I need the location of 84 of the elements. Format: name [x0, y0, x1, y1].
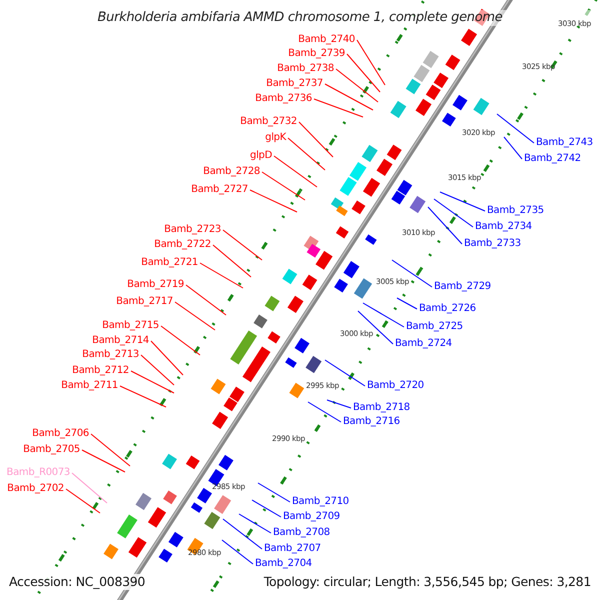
gene-label: Bamb_2713 — [82, 348, 139, 361]
gene-label: Bamb_2716 — [343, 415, 400, 428]
leader-line — [324, 84, 374, 110]
leader-line — [140, 354, 174, 386]
leader-line — [212, 244, 252, 278]
leader-line — [174, 302, 216, 330]
gene-label: Bamb_2734 — [475, 220, 532, 233]
gene-label: Bamb_2712 — [72, 364, 129, 377]
leader-line — [150, 340, 184, 376]
leader-line — [250, 190, 298, 212]
leader-line — [362, 302, 404, 328]
leader-line — [346, 54, 380, 92]
leader-line — [186, 284, 226, 316]
gene-label: Bamb_2740 — [298, 33, 355, 46]
gene-label: Bamb_2714 — [92, 334, 149, 347]
leader-line — [326, 400, 352, 408]
gene-label: Bamb_2726 — [419, 302, 476, 315]
leader-line — [252, 500, 282, 518]
leader-line — [258, 482, 290, 502]
gene-label: Bamb_2727 — [191, 183, 248, 196]
gene-label: Bamb_2709 — [283, 510, 340, 523]
leader-line — [308, 402, 342, 422]
leader-line — [356, 40, 386, 86]
leader-line — [130, 370, 174, 394]
gene-label: Bamb_2705 — [23, 443, 80, 456]
leader-line — [120, 386, 166, 408]
gene-label: Bamb_2725 — [406, 320, 463, 333]
accession-note: Accession: NC_008390 — [9, 574, 146, 590]
gene-label: Bamb_2723 — [164, 223, 221, 236]
leader-line — [160, 326, 200, 356]
gene-label: Bamb_2715 — [102, 319, 159, 332]
gene-label: Bamb_2720 — [367, 379, 424, 392]
genome-info-note: Topology: circular; Length: 3,556,545 bp; Genes: 3,281 — [264, 574, 591, 590]
gene-label: Bamb_2724 — [395, 337, 452, 350]
leader-line — [428, 206, 462, 244]
leader-line — [336, 68, 378, 102]
gene-label: Bamb_2733 — [464, 237, 521, 250]
gene-label: Bamb_2719 — [127, 278, 184, 291]
leader-line — [222, 518, 262, 550]
leader-line — [238, 514, 272, 534]
leader-line — [298, 122, 334, 158]
leader-line — [262, 172, 306, 200]
leader-line — [314, 98, 364, 118]
gene-label: Bamb_2743 — [536, 136, 593, 149]
gene-label: Bamb_2710 — [292, 495, 349, 508]
leader-line — [222, 230, 262, 260]
gene-label: Bamb_2736 — [255, 92, 312, 105]
gene-label: Bamb_2706 — [32, 427, 89, 440]
leader-line — [222, 540, 254, 564]
leader-line — [434, 198, 474, 228]
gene-label: glpK — [265, 131, 286, 144]
leader-line — [396, 298, 418, 310]
leader-line — [72, 472, 108, 504]
gene-label: Bamb_2718 — [353, 401, 410, 414]
gene-label: Bamb_2704 — [255, 557, 312, 570]
leader-line — [496, 114, 534, 144]
gene-label: Bamb_2735 — [487, 204, 544, 217]
leader-line — [358, 310, 394, 344]
gene-label: Bamb_2717 — [116, 295, 173, 308]
leader-line — [274, 156, 318, 188]
leader-line — [504, 136, 522, 160]
gene-label: Bamb_2738 — [277, 62, 334, 75]
leader-line — [392, 260, 432, 288]
leader-line — [90, 434, 130, 466]
gene-label: Bamb_2729 — [434, 280, 491, 293]
gene-label: Bamb_2708 — [273, 526, 330, 539]
leader-line — [324, 360, 366, 386]
gene-label: glpD — [250, 149, 272, 162]
gene-label: Bamb_2728 — [203, 165, 260, 178]
leader-line — [440, 192, 486, 212]
leader-line — [200, 262, 244, 288]
leader-line — [66, 488, 100, 514]
gene-label: Bamb_R0073 — [6, 466, 70, 479]
gene-label: Bamb_2732 — [240, 115, 297, 128]
gene-label: Bamb_2721 — [141, 256, 198, 269]
gene-label: Bamb_2707 — [264, 542, 321, 555]
gene-label: Bamb_2722 — [154, 238, 211, 251]
gene-label: Bamb_2702 — [7, 482, 64, 495]
leader-line — [288, 138, 326, 170]
gene-label: Bamb_2739 — [288, 47, 345, 60]
leader-line — [82, 450, 126, 472]
gene-label: Bamb_2711 — [61, 379, 118, 392]
gene-label: Bamb_2742 — [524, 152, 581, 165]
gene-label: Bamb_2737 — [266, 77, 323, 90]
